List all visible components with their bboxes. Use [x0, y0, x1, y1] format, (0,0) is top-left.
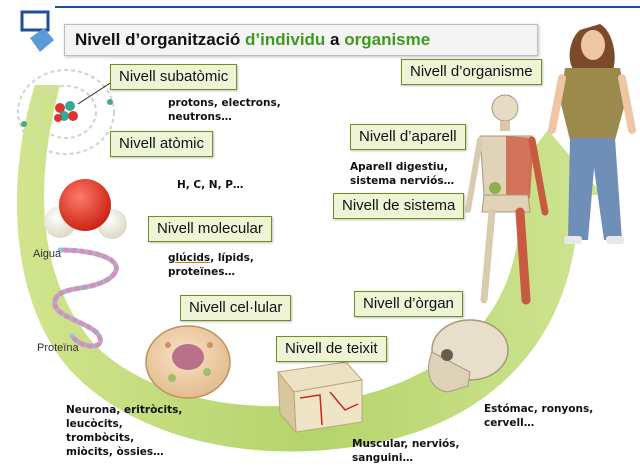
- skull-icon: [428, 319, 509, 393]
- page-title: Nivell d’organització d’individu a organ…: [64, 24, 538, 56]
- tissue-block-icon: [277, 361, 363, 434]
- desc-molecular-rest: , lípids, proteïnes…: [168, 252, 254, 278]
- desc-subatomic: protons, electrons, neutrons…: [168, 97, 281, 123]
- level-apparatus: Nivell d’aparell: [350, 124, 466, 150]
- desc-apparatus: Aparell digestiu, sistema nerviós…: [350, 161, 455, 187]
- level-organism: Nivell d’organisme: [401, 59, 542, 85]
- cell-icon: [145, 325, 231, 399]
- desc-tissue: Muscular, nerviós, sanguini…: [352, 438, 460, 464]
- desc-atomic: H, C, N, P…: [177, 179, 244, 191]
- desc-cellular: Neurona, eritròcits, leucòcits, trombòci…: [66, 404, 183, 458]
- caption-water: Aigua: [33, 248, 62, 260]
- level-cellular: Nivell cel·lular: [180, 295, 292, 321]
- title-part: a: [325, 30, 345, 49]
- desc-molecular-highlight: glúcids: [168, 252, 211, 264]
- water-molecule-icon: [44, 179, 127, 239]
- top-rule: [55, 0, 640, 8]
- title-highlight: d’individu: [245, 30, 326, 49]
- level-organ: Nivell d’òrgan: [354, 291, 463, 317]
- level-molecular: Nivell molecular: [148, 216, 272, 242]
- desc-molecular: glúcids, lípids, proteïnes…: [168, 251, 254, 279]
- level-tissue: Nivell de teixit: [276, 336, 387, 362]
- skeleton-icon: [465, 94, 549, 305]
- caption-protein: Proteïna: [37, 342, 79, 354]
- title-part: Nivell d’organització: [75, 30, 246, 49]
- atom-icon: [17, 69, 119, 155]
- desc-organ: Estómac, ronyons, cervell…: [484, 403, 594, 429]
- level-subatomic: Nivell subatòmic: [110, 64, 238, 90]
- level-atomic: Nivell atòmic: [110, 131, 214, 157]
- title-highlight: organisme: [344, 30, 431, 49]
- level-system: Nivell de sistema: [333, 193, 465, 219]
- woman-figure-icon: [548, 24, 636, 244]
- protein-chain-icon: [52, 247, 119, 349]
- logo-icon: [20, 10, 54, 52]
